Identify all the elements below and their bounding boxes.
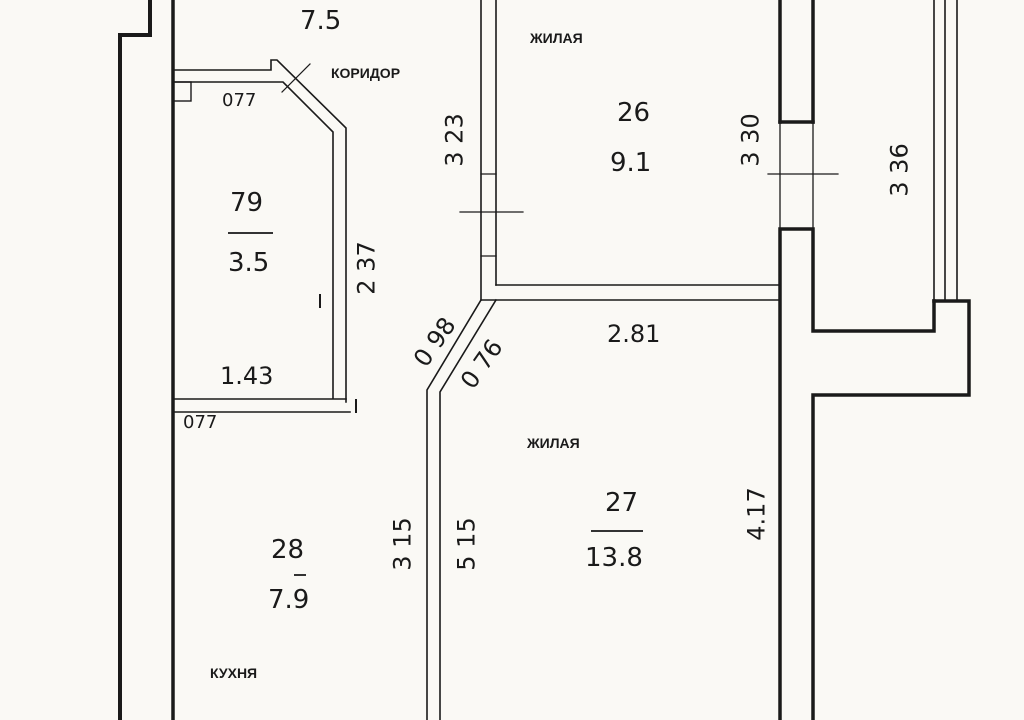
- corridor-wall: [172, 59, 347, 403]
- kitchen-right-dim: 3 15: [388, 517, 417, 571]
- living-bottom-right-dim: 4.17: [742, 487, 771, 541]
- diag-wall-inner: [439, 298, 498, 720]
- kitchen-area: 7.9: [268, 585, 310, 615]
- living-top-number: 26: [617, 98, 651, 128]
- living-top-right-dim: 3 30: [736, 113, 765, 167]
- storage-fraction-line: [228, 232, 273, 234]
- diag-wall-outer: [426, 298, 483, 720]
- outer-wall-left: [118, 0, 152, 720]
- balcony-dim: 3 36: [885, 143, 914, 197]
- living-bottom-left-dim: 5 15: [452, 517, 481, 571]
- living-bottom-name: ЖИЛАЯ: [527, 435, 580, 451]
- living-bottom-number: 27: [605, 488, 639, 518]
- storage-width-dim: 1.43: [220, 362, 274, 390]
- storage-height-dim: 2 37: [352, 241, 381, 295]
- living-top-left-dim: 3 23: [440, 113, 469, 167]
- storage-area: 3.5: [228, 248, 270, 278]
- living-bottom-width-dim: 2.81: [607, 320, 661, 348]
- kitchen-number: 28: [271, 535, 305, 565]
- corridor-name: КОРИДОР: [331, 65, 401, 81]
- storage-door-dim: 077: [183, 412, 218, 433]
- corridor-area: 7.5: [300, 6, 342, 36]
- corridor-wall-inner: [172, 81, 334, 399]
- storage-number: 79: [230, 188, 264, 218]
- corridor-door-dim: 077: [222, 90, 257, 111]
- corridor-niche: [172, 81, 192, 102]
- kitchen-fraction-line: [294, 574, 306, 576]
- living-bottom-fraction-line: [591, 530, 643, 532]
- living-bottom-area: 13.8: [585, 543, 643, 573]
- kitchen-name: КУХНЯ: [210, 665, 258, 681]
- living-top-area: 9.1: [610, 148, 652, 178]
- living-top-name: ЖИЛАЯ: [530, 30, 583, 46]
- door-swing: [281, 63, 311, 93]
